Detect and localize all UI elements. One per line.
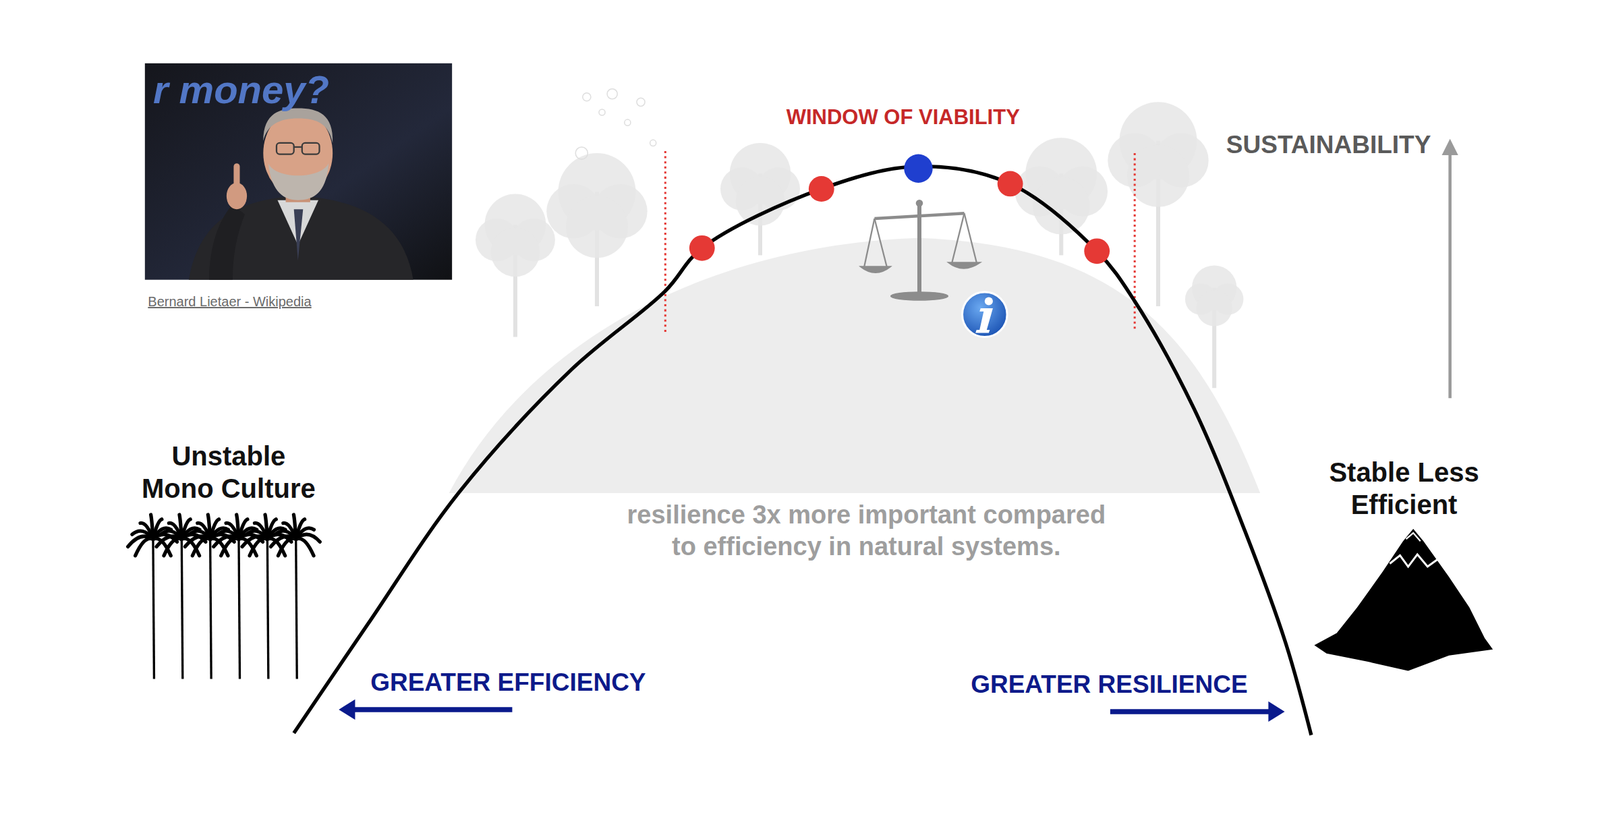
palm-frond: [221, 538, 239, 556]
suit-body: [188, 196, 414, 280]
sustainability-curve: [294, 154, 1312, 736]
label-holder: GREATER RESILIENCE: [970, 670, 1248, 700]
palm-trunk: [238, 538, 241, 679]
label-holder: r money?: [153, 67, 330, 113]
efficiency-arrow: [352, 706, 512, 713]
bubble: [598, 109, 606, 116]
scale-string: [964, 213, 977, 263]
finger: [233, 163, 240, 188]
beard: [268, 163, 329, 200]
photo-text: r money?: [153, 67, 330, 113]
info-stem: [975, 308, 993, 333]
portrait-photo: [145, 63, 452, 280]
glasses-bridge: [294, 146, 303, 148]
optimum-point: [903, 154, 933, 183]
label-holder: Stable Less Efficient: [1311, 455, 1497, 521]
tree-crown: [1032, 177, 1091, 235]
scale-beam: [874, 213, 964, 219]
glasses-lens: [276, 143, 295, 155]
label-holder: GREATER EFFICIENCY: [370, 668, 646, 698]
tree-crown: [565, 195, 628, 258]
bubble: [607, 89, 618, 100]
tree-crown: [1196, 290, 1233, 326]
system-label: Unstable Mono Culture: [135, 439, 322, 505]
glasses: [276, 143, 320, 155]
snow-cap: [1406, 532, 1421, 541]
tree-crown: [1127, 145, 1190, 208]
info-icon: [962, 292, 1008, 338]
palm-trees: [128, 514, 321, 679]
hill-ground: [449, 238, 1261, 494]
scale-base: [891, 292, 949, 301]
palm-frond: [135, 538, 154, 556]
label-holder: SUSTAINABILITY: [1226, 130, 1432, 160]
direction-label: GREATER RESILIENCE: [970, 670, 1248, 700]
bubble: [624, 119, 631, 126]
glasses-lens: [302, 143, 320, 155]
balance-scale-icon: [860, 200, 981, 301]
scale-string: [864, 218, 875, 267]
window-title: WINDOW OF VIABILITY: [786, 105, 1020, 130]
direction-label: GREATER EFFICIENCY: [370, 668, 646, 698]
balance-point: [1083, 238, 1110, 264]
label-holder: Unstable Mono Culture: [135, 439, 322, 505]
tree-crown: [491, 227, 541, 278]
arm: [209, 204, 245, 280]
arrow-head: [1442, 138, 1459, 156]
axis-label: SUSTAINABILITY: [1226, 130, 1432, 160]
system-label: Stable Less Efficient: [1311, 455, 1497, 521]
bubble: [636, 97, 645, 106]
mountain-shape: [1313, 528, 1493, 671]
viability-boundary: [664, 151, 667, 335]
balance-point: [808, 176, 835, 202]
info-dot: [984, 296, 993, 305]
tree-silhouettes: [475, 89, 1244, 388]
arrow-head: [1268, 701, 1285, 722]
mountain-icon: [1313, 528, 1493, 671]
arrow-head: [338, 699, 355, 720]
photo-frame: [145, 63, 452, 280]
palm-frond: [296, 538, 314, 556]
palm-trunk: [296, 538, 298, 679]
palm-trunk: [267, 538, 269, 679]
scale-string: [951, 213, 964, 263]
palm-frond: [163, 538, 182, 556]
label-holder: resilience 3x more important compared to…: [562, 499, 1170, 564]
snow-line: [1389, 554, 1439, 567]
label-holder: Bernard Lietaer - Wikipedia: [147, 294, 311, 310]
bubble: [582, 93, 591, 102]
palm-trunk: [181, 538, 183, 679]
note-text: resilience 3x more important compared to…: [562, 499, 1170, 564]
info-circle: [962, 292, 1008, 338]
palm-frond: [192, 538, 210, 556]
balance-point: [689, 235, 716, 262]
scale-pan: [860, 266, 891, 273]
source-link: Bernard Lietaer - Wikipedia: [147, 294, 311, 310]
palm-trunk: [153, 538, 155, 679]
scale-string: [874, 218, 887, 267]
scale-finial: [916, 200, 923, 207]
palm-frond: [277, 538, 296, 556]
tree-crown: [735, 176, 786, 226]
bubble: [650, 139, 657, 146]
resilience-arrow: [1110, 708, 1271, 715]
hair: [263, 107, 333, 143]
palm-trunk: [210, 538, 212, 679]
scale-pan: [947, 262, 981, 269]
sustainability-arrow: [1448, 153, 1452, 398]
tie: [294, 209, 304, 261]
bubble: [575, 147, 588, 160]
label-holder: WINDOW OF VIABILITY: [786, 105, 1020, 130]
palm-frond: [249, 538, 268, 556]
curve-line: [294, 166, 1312, 736]
balance-point: [997, 171, 1024, 197]
